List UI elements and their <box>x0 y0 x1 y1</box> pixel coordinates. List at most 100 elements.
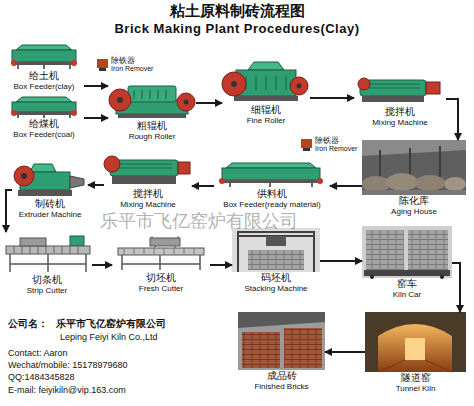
aging-house-photo-part <box>362 140 466 195</box>
iron-remover-icon <box>97 59 108 71</box>
mixing-machine-illustration-part <box>104 156 120 172</box>
machine-name-chinese: 陈化库 <box>362 195 466 207</box>
machine-node: 陈化库Aging House <box>362 140 466 217</box>
machine-name-chinese: 窑车 <box>362 278 452 290</box>
coal-feeder-illustration-part <box>12 102 76 112</box>
aging-house-photo-part <box>415 175 445 191</box>
kiln-car-photo-part <box>408 230 448 270</box>
mixing-machine-illustration-part <box>358 78 370 90</box>
iron-remover-node: 除铁器Iron Remover <box>300 136 360 153</box>
aging-house-photo <box>362 140 466 195</box>
iron-remover-icon-part <box>301 139 312 148</box>
stacking-machine-photo-part <box>266 236 286 246</box>
clay-feeder-illustration-part <box>11 60 17 66</box>
strip-cutter-illustration-part <box>14 246 78 254</box>
fine-roller-illustration-part <box>290 77 308 95</box>
machine-name-chinese: 切坯机 <box>112 272 210 284</box>
extruder-illustration-part <box>21 173 27 179</box>
box-feeder-illustration-part <box>317 178 323 184</box>
fine-roller-illustration-part <box>222 72 246 96</box>
stacking-machine-photo-part <box>248 250 304 270</box>
tunnel-kiln-photo <box>365 312 466 372</box>
finished-bricks-photo-part <box>238 312 325 328</box>
machine-name-chinese: 粗辊机 <box>108 120 196 132</box>
flow-arrow <box>320 260 362 262</box>
machine-name-english: Finished Bricks <box>238 382 325 392</box>
extruder-illustration-part <box>70 176 84 188</box>
extruder-illustration-part <box>18 190 72 196</box>
flow-arrow <box>192 185 214 187</box>
aging-house-photo-part <box>444 177 466 191</box>
machine-node: 隧道窑Tunnel Kiln <box>365 312 466 394</box>
diagram-title: 粘土原料制砖流程图 <box>0 2 474 20</box>
machine-name-english: Stacking Machine <box>232 284 320 294</box>
tunnel-kiln-photo-part <box>378 360 452 372</box>
aging-house-photo-part <box>362 176 390 192</box>
fresh-cutter-illustration-part <box>122 255 200 270</box>
company-label: 公司名： <box>8 318 48 330</box>
mixing-machine-illustration-part <box>366 84 420 88</box>
coal-feeder-illustration-part <box>12 112 76 115</box>
rough-roller-illustration-part <box>109 89 131 111</box>
machine-name-english: Aging House <box>362 207 466 217</box>
phone: Wechat/mobile: 15178979680 <box>8 360 127 371</box>
flow-arrow <box>6 190 12 232</box>
machine-node: 搅拌机Mixing Machine <box>354 70 446 128</box>
fine-roller-illustration <box>222 62 308 101</box>
strip-cutter-illustration-part <box>70 236 84 246</box>
machine-name-english: Mixing Machine <box>104 200 192 210</box>
tunnel-kiln-photo-part <box>365 312 466 372</box>
machine-node: 窑车Kiln Car <box>362 226 452 300</box>
machine-name-chinese: 细辊机 <box>222 104 310 116</box>
box-feeder-illustration <box>219 163 323 187</box>
kiln-car-photo-part <box>370 275 374 279</box>
fine-roller-illustration-part <box>231 81 237 87</box>
machine-name-chinese: 给煤机 <box>4 118 84 130</box>
box-feeder-illustration-part <box>226 163 316 168</box>
fresh-cutter-illustration <box>118 236 204 270</box>
clay-feeder-illustration <box>11 45 77 69</box>
mixing-machine-illustration <box>104 156 190 184</box>
aging-house-photo-part <box>362 190 466 195</box>
machine-name-chinese: 成品砖 <box>238 370 325 382</box>
finished-bricks-photo-part <box>238 312 325 370</box>
flow-arrow <box>330 185 362 187</box>
rough-roller-illustration-part <box>184 100 189 105</box>
machine-name-english: Box Feeder(clay) <box>4 82 84 92</box>
flow-arrow <box>325 351 365 353</box>
coal-feeder-illustration-part <box>71 110 77 116</box>
clay-feeder-illustration-part <box>71 60 77 66</box>
rough-roller-illustration <box>109 86 195 118</box>
aging-house-photo-part <box>386 173 418 191</box>
machine-name-chinese: 给土机 <box>4 70 84 82</box>
strip-cutter-illustration-part <box>20 238 46 246</box>
machine-name-english: Strip Cutter <box>2 286 92 296</box>
coal-feeder-illustration-part <box>16 97 72 102</box>
watermark: 乐平市飞亿窑炉有限公司 <box>100 212 298 230</box>
iron-remover-icon-part <box>97 59 108 68</box>
machine-name-english: Fine Roller <box>222 116 310 126</box>
strip-cutter-illustration-part <box>10 254 86 272</box>
machine-name-english: Iron Remover <box>315 145 360 153</box>
machine-name-english: Box Feeder(coal) <box>4 130 84 140</box>
box-feeder-illustration-part <box>222 180 320 183</box>
machine-node: 码坯机Stacking Machine <box>232 228 320 294</box>
stacking-machine-photo-part <box>232 228 320 272</box>
machine-name-chinese: 除铁器 <box>111 56 156 65</box>
flow-arrow <box>84 85 108 87</box>
machine-name-english: Tunnel Kiln <box>365 384 466 394</box>
extruder-illustration <box>14 164 84 196</box>
machine-name-chinese: 供料机 <box>214 188 330 200</box>
coal-feeder-illustration-part <box>11 110 17 116</box>
machine-name-chinese: 制砖机 <box>12 198 88 210</box>
machine-name-english: Extruder Machine <box>12 210 88 220</box>
kiln-car-photo-part <box>362 226 452 278</box>
clay-feeder-illustration-part <box>18 65 70 69</box>
box-feeder-illustration-part <box>222 168 320 180</box>
machine-node: 给煤机Box Feeder(coal) <box>4 96 84 140</box>
company-name: 乐平市飞亿窑炉有限公司 <box>56 318 166 330</box>
machine-node: 切条机Strip Cutter <box>2 232 92 296</box>
company-name-english: Leping Feiyi Kiln Co.,Ltd <box>60 332 158 343</box>
machine-name-chinese: 除铁器 <box>315 136 360 145</box>
